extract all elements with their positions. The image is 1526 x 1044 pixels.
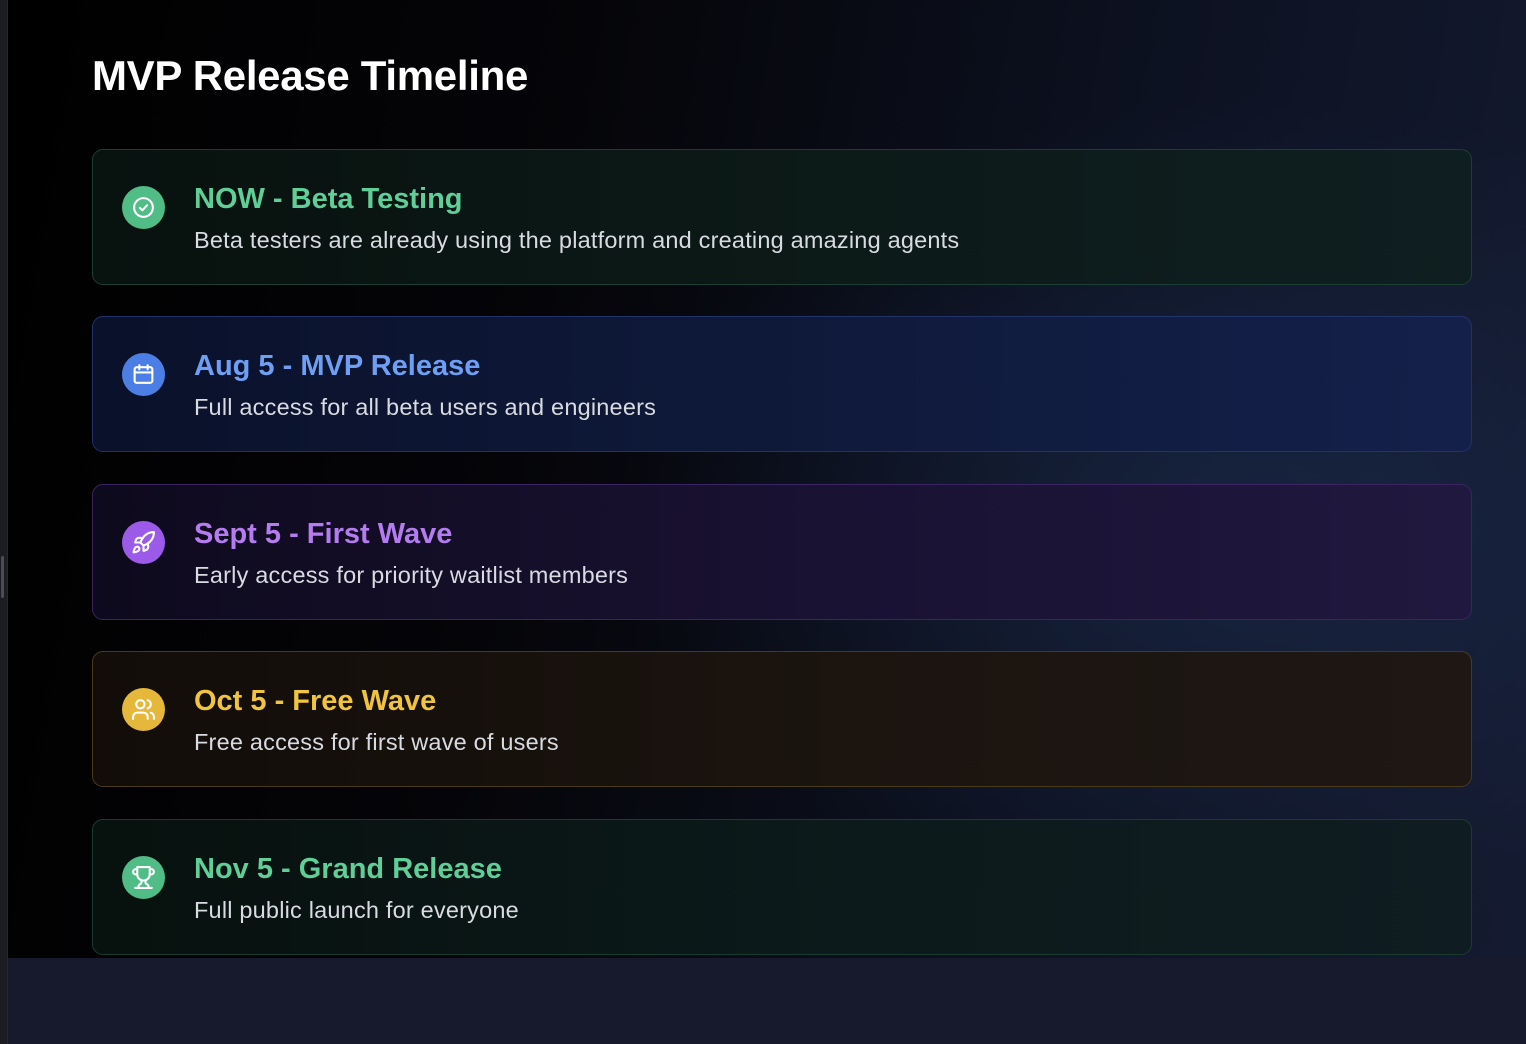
timeline-panel: MVP Release Timeline NOW - Beta Testing … [8,0,1526,958]
page-title: MVP Release Timeline [92,52,529,99]
milestone-title: NOW - Beta Testing [194,183,463,215]
milestone-description: Full public launch for everyone [194,897,519,923]
calendar-icon [122,353,165,396]
milestone-description: Early access for priority waitlist membe… [194,562,629,588]
milestone-card-first-wave: Sept 5 - First Wave Early access for pri… [92,484,1472,620]
users-icon [122,688,165,731]
milestone-description: Free access for first wave of users [194,729,559,755]
left-sidebar-edge [0,0,8,1044]
trophy-icon [122,856,165,899]
milestone-card-grand-release: Nov 5 - Grand Release Full public launch… [92,819,1472,955]
milestone-card-free-wave: Oct 5 - Free Wave Free access for first … [92,651,1472,787]
milestone-description: Beta testers are already using the platf… [194,227,960,253]
milestone-title: Sept 5 - First Wave [194,518,453,550]
resize-handle[interactable] [1,556,4,598]
milestone-title: Aug 5 - MVP Release [194,350,481,382]
milestone-title: Oct 5 - Free Wave [194,685,437,717]
milestone-title: Nov 5 - Grand Release [194,853,502,885]
footer-area [8,958,1526,1044]
rocket-icon [122,521,165,564]
milestone-card-mvp-release: Aug 5 - MVP Release Full access for all … [92,316,1472,452]
check-circle-icon [122,186,165,229]
milestone-description: Full access for all beta users and engin… [194,394,657,420]
milestone-card-beta-testing: NOW - Beta Testing Beta testers are alre… [92,149,1472,285]
